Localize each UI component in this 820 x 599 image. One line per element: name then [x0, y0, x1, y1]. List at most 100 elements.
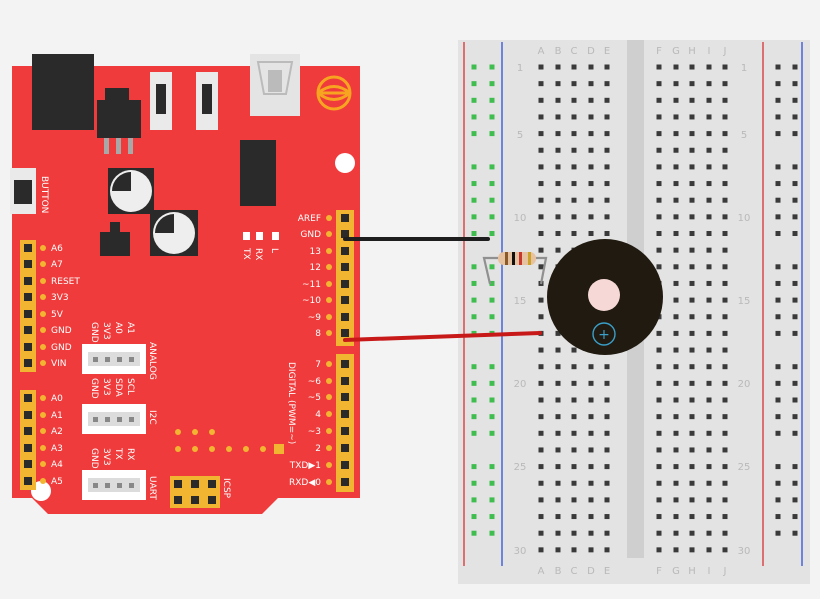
header-pin[interactable]	[24, 460, 32, 468]
breadboard-hole[interactable]	[656, 480, 662, 486]
breadboard-hole[interactable]	[656, 347, 662, 353]
breadboard-hole[interactable]	[555, 97, 561, 103]
breadboard-hole[interactable]	[471, 380, 477, 386]
breadboard-hole[interactable]	[538, 414, 544, 420]
breadboard-hole[interactable]	[706, 247, 712, 253]
breadboard-hole[interactable]	[555, 464, 561, 470]
breadboard-hole[interactable]	[673, 530, 679, 536]
breadboard-hole[interactable]	[689, 530, 695, 536]
breadboard-hole[interactable]	[555, 497, 561, 503]
breadboard-hole[interactable]	[489, 297, 495, 303]
breadboard-hole[interactable]	[673, 480, 679, 486]
breadboard-hole[interactable]	[706, 181, 712, 187]
header-pin[interactable]	[24, 260, 32, 268]
breadboard-hole[interactable]	[706, 414, 712, 420]
breadboard-hole[interactable]	[571, 414, 577, 420]
breadboard-hole[interactable]	[656, 97, 662, 103]
breadboard-hole[interactable]	[489, 364, 495, 370]
breadboard-hole[interactable]	[471, 530, 477, 536]
header-pin[interactable]	[341, 263, 349, 271]
breadboard-hole[interactable]	[588, 380, 594, 386]
breadboard-hole[interactable]	[706, 131, 712, 137]
breadboard-hole[interactable]	[792, 464, 798, 470]
header-pin[interactable]	[341, 393, 349, 401]
breadboard-hole[interactable]	[775, 497, 781, 503]
breadboard-hole[interactable]	[722, 347, 728, 353]
breadboard-hole[interactable]	[571, 397, 577, 403]
breadboard-hole[interactable]	[706, 530, 712, 536]
breadboard-hole[interactable]	[775, 114, 781, 120]
breadboard-hole[interactable]	[604, 414, 610, 420]
breadboard-hole[interactable]	[555, 397, 561, 403]
breadboard-hole[interactable]	[706, 264, 712, 270]
breadboard-hole[interactable]	[775, 231, 781, 236]
breadboard-hole[interactable]	[792, 414, 798, 420]
breadboard-hole[interactable]	[792, 430, 798, 436]
breadboard-hole[interactable]	[706, 280, 712, 286]
breadboard-hole[interactable]	[471, 197, 477, 203]
breadboard-hole[interactable]	[722, 264, 728, 270]
breadboard-hole[interactable]	[588, 430, 594, 436]
breadboard-hole[interactable]	[689, 447, 695, 453]
breadboard-hole[interactable]	[775, 380, 781, 386]
breadboard-hole[interactable]	[555, 364, 561, 370]
breadboard-hole[interactable]	[588, 131, 594, 137]
breadboard-hole[interactable]	[689, 280, 695, 286]
breadboard-hole[interactable]	[689, 330, 695, 336]
breadboard-hole[interactable]	[656, 81, 662, 87]
breadboard-hole[interactable]	[792, 214, 798, 220]
breadboard-hole[interactable]	[722, 181, 728, 187]
breadboard-hole[interactable]	[775, 364, 781, 370]
header-pin[interactable]	[341, 478, 349, 486]
resistor[interactable]	[482, 252, 548, 285]
breadboard-hole[interactable]	[588, 464, 594, 470]
breadboard-hole[interactable]	[489, 97, 495, 103]
breadboard-hole[interactable]	[673, 97, 679, 103]
breadboard-hole[interactable]	[689, 164, 695, 170]
breadboard-hole[interactable]	[489, 514, 495, 520]
header-pin[interactable]	[341, 329, 349, 337]
breadboard-hole[interactable]	[588, 514, 594, 520]
breadboard-hole[interactable]	[689, 414, 695, 420]
breadboard-hole[interactable]	[471, 81, 477, 87]
breadboard-hole[interactable]	[689, 364, 695, 370]
breadboard-hole[interactable]	[689, 197, 695, 203]
breadboard-hole[interactable]	[656, 364, 662, 370]
header-pin[interactable]	[24, 326, 32, 334]
breadboard-hole[interactable]	[722, 547, 728, 553]
breadboard-hole[interactable]	[489, 380, 495, 386]
breadboard-hole[interactable]	[489, 430, 495, 436]
header-pin[interactable]	[191, 496, 199, 504]
breadboard-hole[interactable]	[792, 380, 798, 386]
breadboard-hole[interactable]	[538, 214, 544, 220]
breadboard-hole[interactable]	[722, 497, 728, 503]
breadboard-hole[interactable]	[538, 114, 544, 120]
breadboard-hole[interactable]	[538, 430, 544, 436]
breadboard-hole[interactable]	[489, 114, 495, 120]
breadboard-hole[interactable]	[673, 131, 679, 137]
breadboard-hole[interactable]	[775, 514, 781, 520]
breadboard-hole[interactable]	[604, 64, 610, 70]
breadboard-hole[interactable]	[792, 181, 798, 187]
breadboard-hole[interactable]	[706, 397, 712, 403]
header-pin[interactable]	[24, 244, 32, 252]
breadboard-hole[interactable]	[588, 414, 594, 420]
header-pin[interactable]	[24, 477, 32, 485]
slide-switch-knob[interactable]	[202, 84, 212, 114]
breadboard-hole[interactable]	[604, 430, 610, 436]
breadboard-hole[interactable]	[555, 530, 561, 536]
breadboard-hole[interactable]	[722, 64, 728, 70]
breadboard-hole[interactable]	[722, 464, 728, 470]
breadboard-hole[interactable]	[604, 164, 610, 170]
breadboard-hole[interactable]	[571, 364, 577, 370]
header-pin[interactable]	[341, 214, 349, 222]
breadboard-hole[interactable]	[555, 347, 561, 353]
breadboard-hole[interactable]	[792, 480, 798, 486]
breadboard-hole[interactable]	[673, 380, 679, 386]
breadboard-hole[interactable]	[706, 314, 712, 320]
breadboard-hole[interactable]	[673, 114, 679, 120]
breadboard-hole[interactable]	[673, 214, 679, 220]
breadboard-hole[interactable]	[471, 430, 477, 436]
breadboard-hole[interactable]	[673, 430, 679, 436]
header-pin[interactable]	[341, 296, 349, 304]
